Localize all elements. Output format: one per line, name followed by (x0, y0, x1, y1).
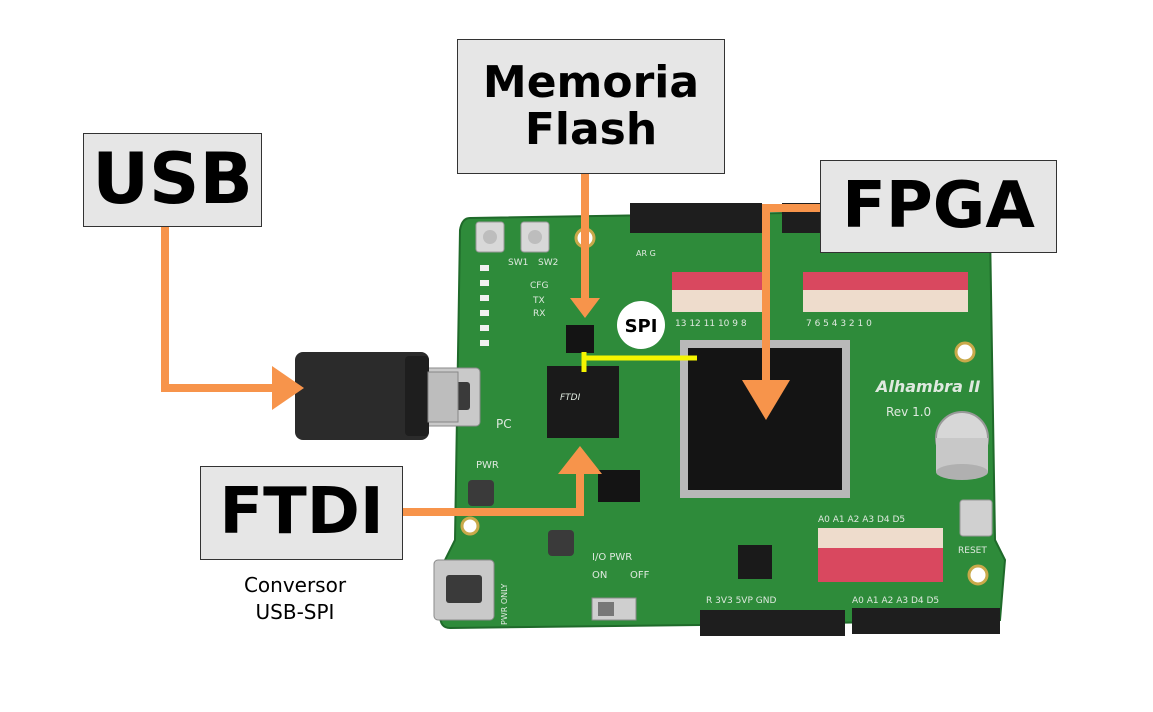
io-pwr-label: I/O PWR (592, 552, 632, 563)
ftdi-caption-line1: Conversor (243, 573, 347, 597)
flash-callout-line2: Flash (524, 103, 658, 155)
analog-pin-jumpers (818, 528, 943, 582)
ftdi-chip-label: FTDI (560, 393, 581, 403)
off-label: OFF (630, 570, 650, 581)
arrow-heads (272, 298, 790, 474)
pins-right-label: 7 6 5 4 3 2 1 0 (806, 319, 872, 329)
spi-badge: SPI (617, 301, 665, 349)
ar-g-label: AR G (636, 249, 656, 258)
spi-label: SPI (625, 316, 658, 337)
sw1-label: SW1 (508, 258, 528, 268)
tx-label: TX (532, 296, 545, 306)
cfg-label: CFG (530, 281, 548, 291)
fpga-callout-text: FPGA (842, 168, 1035, 243)
power-rail-label: R 3V3 5VP GND (706, 596, 776, 606)
reset-label: RESET (958, 546, 987, 556)
pwr-only-label: PWR ONLY (500, 583, 509, 625)
flash-chip (566, 325, 594, 353)
ftdi-arrow-head (558, 446, 602, 474)
status-leds (480, 265, 489, 346)
usb-callout: USB (83, 133, 262, 227)
rx-label: RX (533, 309, 545, 319)
top-pin-jumpers (672, 272, 968, 312)
flash-callout-line1: Memoria (482, 57, 700, 109)
ftdi-callout: FTDI (200, 466, 403, 560)
board-revision: Rev 1.0 (886, 405, 931, 419)
ftdi-caption-line2: USB-SPI (255, 600, 335, 624)
flash-memory-callout: Memoria Flash (457, 39, 725, 174)
usb-cable-plug (295, 352, 459, 440)
analog-bottom-label: A0 A1 A2 A3 D4 D5 (852, 596, 939, 606)
pwr-label: PWR (476, 460, 499, 471)
ftdi-chip (547, 366, 619, 438)
fpga-arrow-line (762, 204, 822, 385)
arrows (161, 173, 822, 516)
fpga-arrow-head (742, 380, 790, 420)
sw2-label: SW2 (538, 258, 558, 268)
alhambra-board: Alhambra II Rev 1.0 SW1 SW2 CFG TX RX PC… (419, 203, 1007, 636)
spi-link (581, 352, 697, 372)
usb-callout-text: USB (92, 138, 253, 221)
board-name: Alhambra II (874, 377, 980, 396)
pins-left-label: 13 12 11 10 9 8 (675, 319, 747, 329)
ftdi-arrow-line (403, 468, 584, 516)
fpga-callout: FPGA (820, 160, 1057, 253)
on-label: ON (592, 570, 607, 581)
ftdi-caption: Conversor USB-SPI (210, 572, 380, 626)
usb-arrow-line (161, 226, 280, 392)
usb-arrow-head (272, 366, 304, 410)
analog-top-label: A0 A1 A2 A3 D4 D5 (818, 515, 905, 525)
pc-label: PC (496, 417, 512, 431)
ftdi-callout-text: FTDI (219, 475, 384, 550)
flash-arrow-head (570, 298, 600, 318)
